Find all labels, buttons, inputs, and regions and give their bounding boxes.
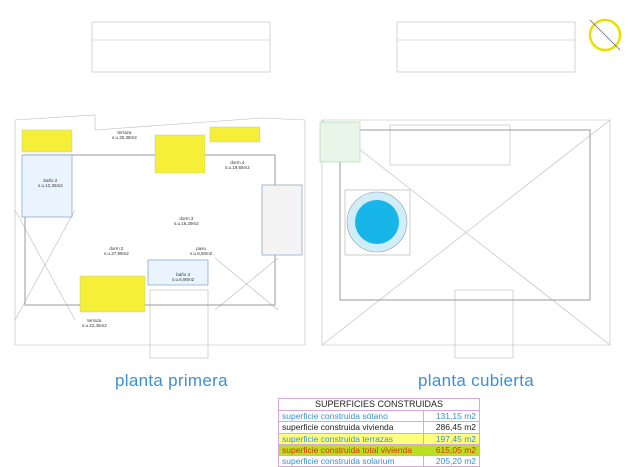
table-row: superficie construida solarium 205,20 m2 [279, 456, 479, 467]
row-label: superficie construida total vivienda [279, 444, 424, 456]
row-value: 615,05 m2 [435, 444, 476, 455]
table-row: superficie construida terrazas 197,45 m2 [279, 433, 479, 445]
surface-area-table: SUPERFICIES CONSTRUIDAS superficie const… [278, 398, 480, 467]
row-label: superficie construida terrazas [279, 433, 424, 444]
table-row: superficie construida vivienda 286,45 m2 [279, 422, 479, 434]
row-label: superficie construida sótano [279, 411, 424, 422]
plan-title-planta-primera: planta primera [115, 371, 228, 390]
row-label: superficie construida vivienda [279, 422, 424, 433]
row-value: 205,20 m2 [435, 456, 476, 467]
row-value: 286,45 m2 [435, 422, 476, 433]
row-value: 131,15 m2 [435, 411, 476, 421]
row-label: superficie construida solarium [279, 456, 424, 467]
table-header: SUPERFICIES CONSTRUIDAS [279, 399, 479, 411]
plan-title-planta-cubierta: planta cubierta [418, 371, 535, 390]
north-compass-icon [588, 18, 622, 52]
table-row: superficie construida total vivienda 615,… [279, 444, 479, 457]
table-row: superficie construida sótano 131,15 m2 [279, 411, 479, 423]
row-value: 197,45 m2 [435, 433, 476, 444]
